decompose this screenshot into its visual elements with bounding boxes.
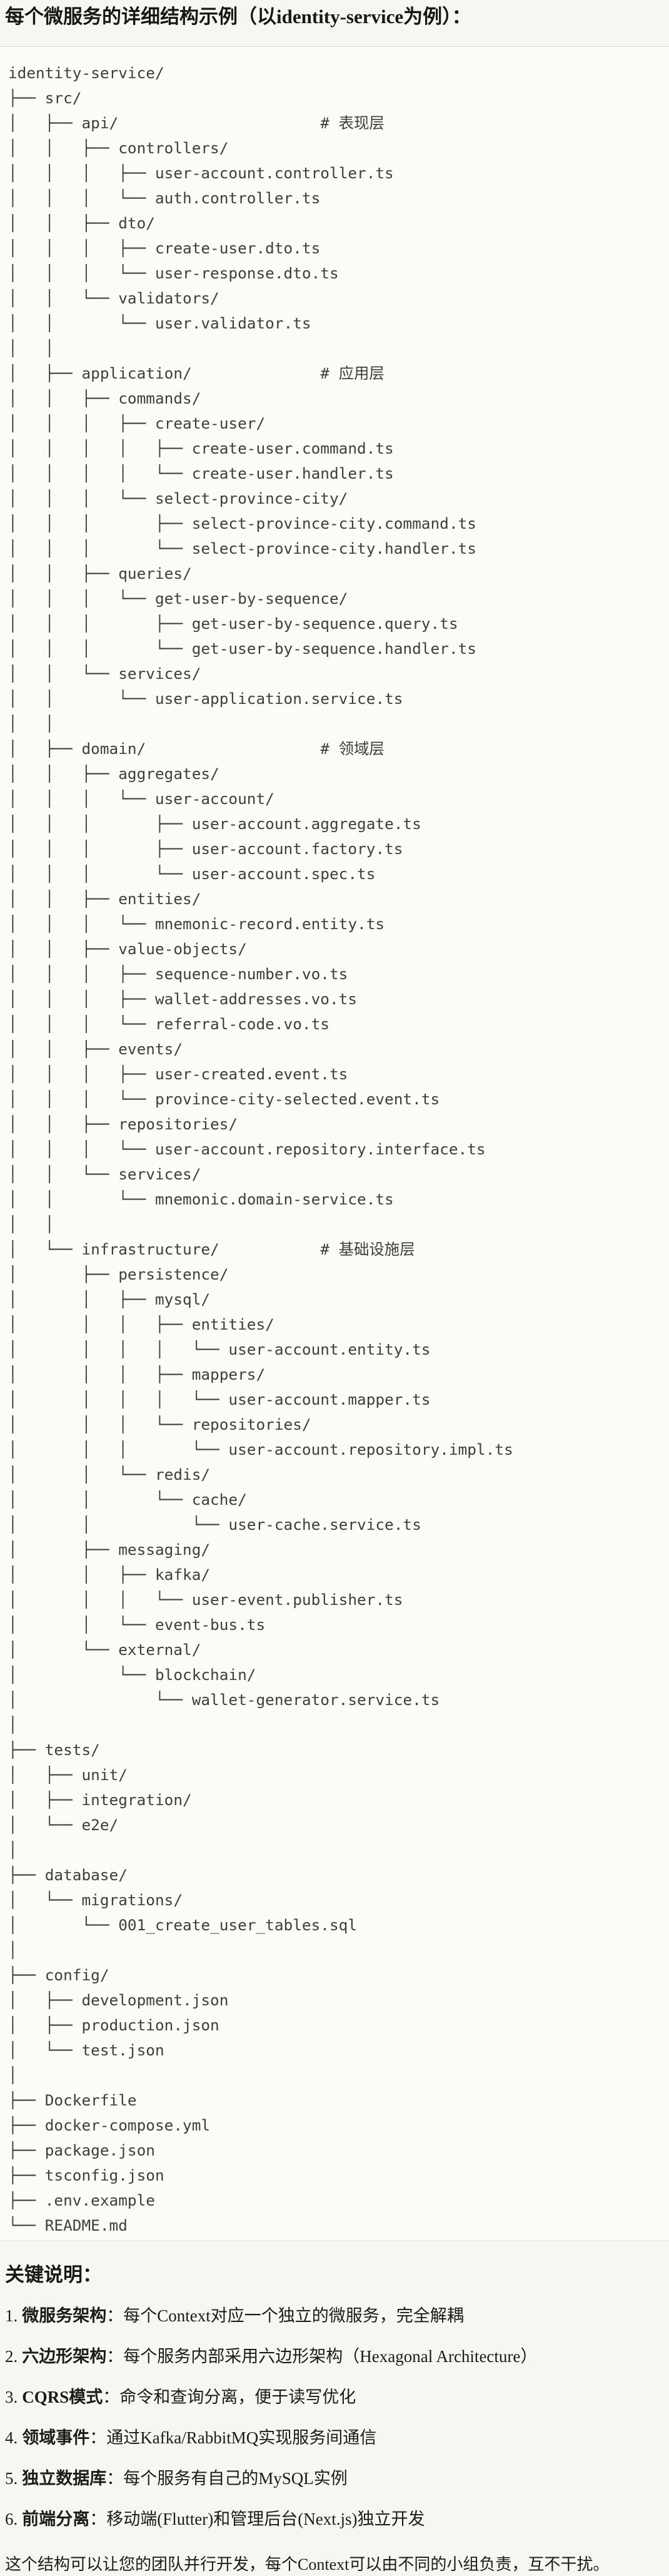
note-label: CQRS模式	[22, 2388, 103, 2406]
note-label: 微服务架构	[22, 2306, 107, 2325]
page-title: 每个微服务的详细结构示例（以identity-service为例）：	[5, 6, 471, 28]
note-label: 前端分离	[22, 2510, 90, 2528]
note-item-independent-db: 5.独立数据库：每个服务有自己的MySQL实例	[5, 2468, 664, 2489]
note-label: 独立数据库	[22, 2469, 107, 2488]
note-number: 6.	[5, 2510, 18, 2528]
note-number: 2.	[5, 2347, 18, 2366]
directory-tree: identity-service/ ├── src/ │ ├── api/ # …	[8, 64, 513, 2234]
note-text: ：通过Kafka/RabbitMQ实现服务间通信	[89, 2428, 377, 2447]
note-item-hexagonal: 2.六边形架构：每个服务内部采用六边形架构（Hexagonal Architec…	[5, 2346, 664, 2367]
note-item-domain-events: 4.领域事件：通过Kafka/RabbitMQ实现服务间通信	[5, 2427, 664, 2448]
notes-list: 1.微服务架构：每个Context对应一个独立的微服务，完全解耦 2.六边形架构…	[5, 2305, 664, 2530]
note-item-microservices: 1.微服务架构：每个Context对应一个独立的微服务，完全解耦	[5, 2305, 664, 2326]
note-number: 4.	[5, 2428, 18, 2447]
note-number: 1.	[5, 2306, 18, 2325]
note-text: ：移动端(Flutter)和管理后台(Next.js)独立开发	[89, 2510, 425, 2528]
note-item-frontend-separation: 6.前端分离：移动端(Flutter)和管理后台(Next.js)独立开发	[5, 2508, 664, 2530]
closing-paragraph: 这个结构可以让您的团队并行开发，每个Context可以由不同的小组负责，互不干扰…	[5, 2555, 610, 2573]
note-item-cqrs: 3.CQRS模式：命令和查询分离，便于读写优化	[5, 2386, 664, 2408]
code-block: identity-service/ ├── src/ │ ├── api/ # …	[0, 46, 669, 2241]
note-number: 5.	[5, 2469, 18, 2488]
note-label: 领域事件	[22, 2428, 90, 2447]
note-text: ：每个Context对应一个独立的微服务，完全解耦	[106, 2306, 464, 2325]
notes-heading: 关键说明：	[5, 2264, 102, 2286]
note-label: 六边形架构	[22, 2347, 107, 2366]
note-number: 3.	[5, 2388, 18, 2406]
note-text: ：每个服务有自己的MySQL实例	[106, 2469, 348, 2488]
note-text: ：每个服务内部采用六边形架构（Hexagonal Architecture）	[106, 2347, 538, 2366]
note-text: ：命令和查询分离，便于读写优化	[103, 2388, 356, 2406]
